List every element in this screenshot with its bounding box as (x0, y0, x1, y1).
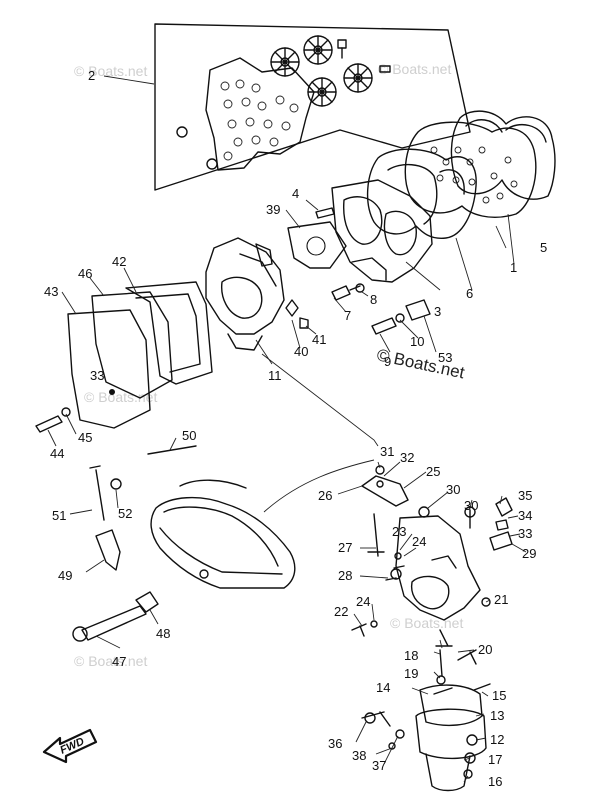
callout-20: 20 (478, 642, 492, 657)
callout-24-b: 24 (356, 594, 370, 609)
leader-lines (47, 75, 527, 783)
intake-silencer: 33 (67, 281, 213, 429)
callout-29: 29 (522, 546, 536, 561)
callout-42: 42 (112, 254, 126, 269)
callout-18: 18 (404, 648, 418, 663)
callout-50: 50 (182, 428, 196, 443)
callout-41: 41 (312, 332, 326, 347)
callout-21: 21 (494, 592, 508, 607)
callout-8: 8 (370, 292, 377, 307)
callout-2: 2 (88, 68, 95, 83)
callout-51: 51 (52, 508, 66, 523)
callout-labels: 2 1 3 4 5 6 7 8 9 10 11 12 13 14 15 16 1… (44, 68, 547, 789)
callout-10: 10 (410, 334, 424, 349)
callout-17: 17 (488, 752, 502, 767)
callout-6: 6 (466, 286, 473, 301)
callout-53: 53 (438, 350, 452, 365)
carburetor-upper (205, 221, 347, 351)
callout-19: 19 (404, 666, 418, 681)
callout-7: 7 (344, 308, 351, 323)
callout-36: 36 (328, 736, 342, 751)
callout-33: 33 (518, 526, 532, 541)
engine-outline (150, 479, 296, 589)
callout-44: 44 (50, 446, 64, 461)
callout-40: 40 (294, 344, 308, 359)
callout-11: 11 (268, 368, 282, 383)
callout-30-a: 30 (446, 482, 460, 497)
callout-1: 1 (510, 260, 517, 275)
callout-34: 34 (518, 508, 532, 523)
reed-valve-assembly (331, 110, 556, 283)
carb-hardware (315, 207, 431, 335)
throttle-linkage (35, 407, 197, 642)
callout-52: 52 (118, 506, 132, 521)
callout-37: 37 (372, 758, 386, 773)
callout-39: 39 (266, 202, 280, 217)
callout-16: 16 (488, 774, 502, 789)
callout-35: 35 (518, 488, 532, 503)
callout-43: 43 (44, 284, 58, 299)
watermark-top-right: © Boats.net (378, 61, 451, 77)
watermark-mid-left: © Boats.net (84, 389, 157, 405)
inset-reed-kit (154, 23, 471, 191)
callout-14: 14 (376, 680, 390, 695)
callout-5: 5 (540, 240, 547, 255)
callout-32: 32 (400, 450, 414, 465)
callout-3: 3 (434, 304, 441, 319)
callout-30-b: 30 (464, 498, 478, 513)
callout-38: 38 (352, 748, 366, 763)
callout-24-a: 24 (412, 534, 426, 549)
callout-13: 13 (490, 708, 504, 723)
watermark-top-left: © Boats.net (74, 63, 147, 79)
callout-47: 47 (112, 654, 126, 669)
callout-15: 15 (492, 688, 506, 703)
callout-48: 48 (156, 626, 170, 641)
fwd-arrow: FWD (42, 728, 98, 764)
callout-45: 45 (78, 430, 92, 445)
carburetor-lower (351, 465, 513, 792)
callout-31: 31 (380, 444, 394, 459)
callout-23: 23 (392, 524, 406, 539)
callout-22: 22 (334, 604, 348, 619)
callout-9: 9 (384, 354, 391, 369)
callout-28: 28 (338, 568, 352, 583)
watermark-bottom-left: © Boats.net (74, 653, 147, 669)
callout-46: 46 (78, 266, 92, 281)
watermark-bottom-right: © Boats.net (390, 615, 463, 631)
callout-4: 4 (292, 186, 299, 201)
callout-27: 27 (338, 540, 352, 555)
cover-mark: 33 (90, 368, 104, 383)
callout-12: 12 (490, 732, 504, 747)
callout-25: 25 (426, 464, 440, 479)
callout-49: 49 (58, 568, 72, 583)
callout-26: 26 (318, 488, 332, 503)
